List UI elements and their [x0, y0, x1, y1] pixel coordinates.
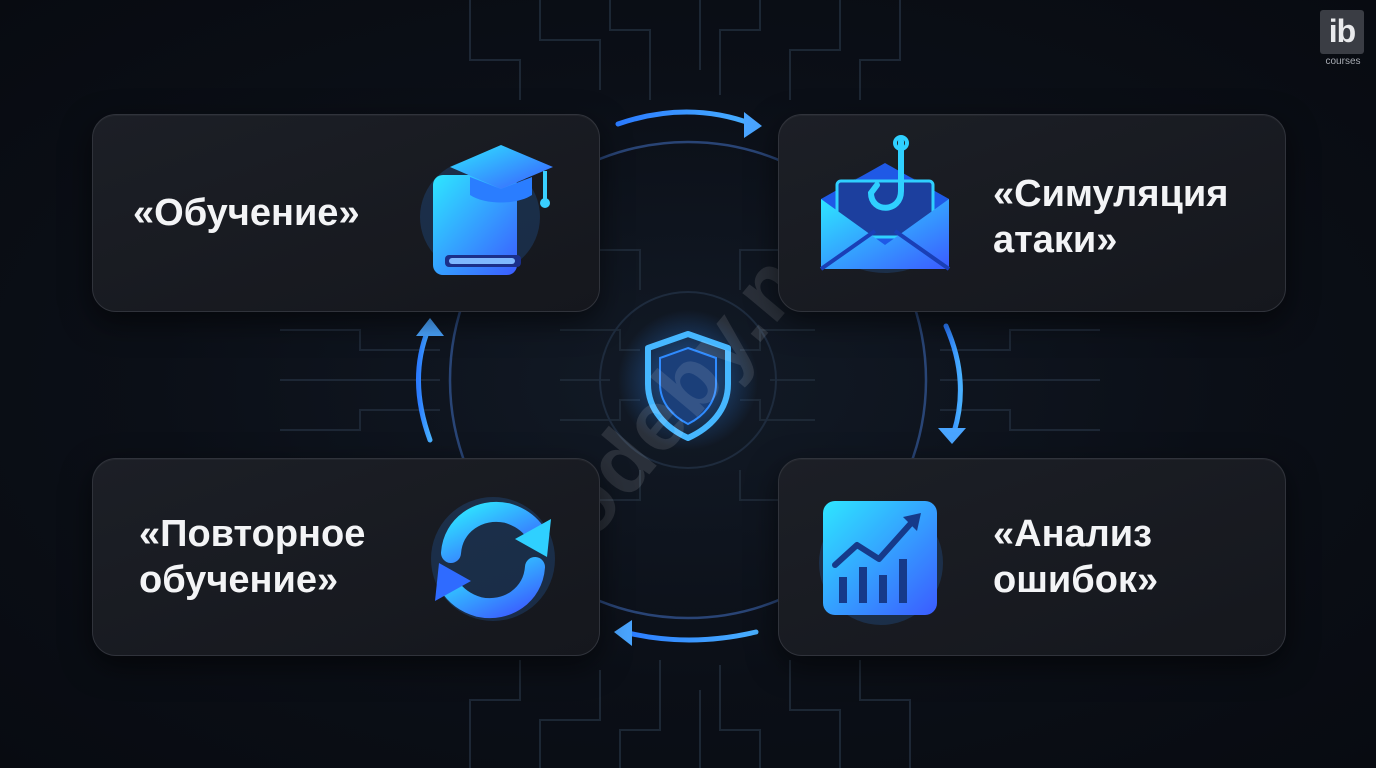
step-card-training: «Обучение»: [92, 114, 600, 312]
arrow-bottom: [621, 629, 759, 643]
logo-subtitle: courses: [1325, 56, 1361, 67]
arrowhead-left: [416, 318, 444, 336]
ib-courses-logo: ib courses: [1320, 10, 1366, 70]
step-label-attack-simulation: «Симуляция атаки»: [993, 173, 1229, 261]
arrowhead-right: [938, 428, 966, 444]
analytics-chart-icon: [819, 501, 943, 625]
arrowhead-top: [744, 112, 762, 138]
cycle-arrows: [415, 109, 963, 643]
inner-ring: [599, 291, 777, 469]
cycle-arrowheads: [416, 112, 966, 646]
refresh-cycle-icon: [431, 497, 555, 621]
step-card-error-analysis: «Анализ ошибок»: [778, 458, 1286, 656]
arrow-top: [615, 109, 755, 127]
circuit-traces: [280, 0, 1100, 768]
phishing-envelope-icon: [819, 135, 951, 273]
logo-mark: ib: [1320, 10, 1364, 54]
graduation-book-icon: [420, 145, 553, 275]
step-card-attack-simulation: «Симуляция атаки»: [778, 114, 1286, 312]
step-label-retraining: «Повторное обучение»: [139, 513, 366, 601]
shield-icon: [645, 331, 731, 441]
step-card-retraining: «Повторное обучение»: [92, 458, 600, 656]
arrow-left: [415, 327, 433, 443]
arrow-right: [943, 323, 963, 435]
cycle-ring: [448, 140, 928, 620]
step-label-training: «Обучение»: [133, 192, 360, 234]
step-label-error-analysis: «Анализ ошибок»: [993, 513, 1159, 601]
arrowhead-bottom: [614, 620, 632, 646]
